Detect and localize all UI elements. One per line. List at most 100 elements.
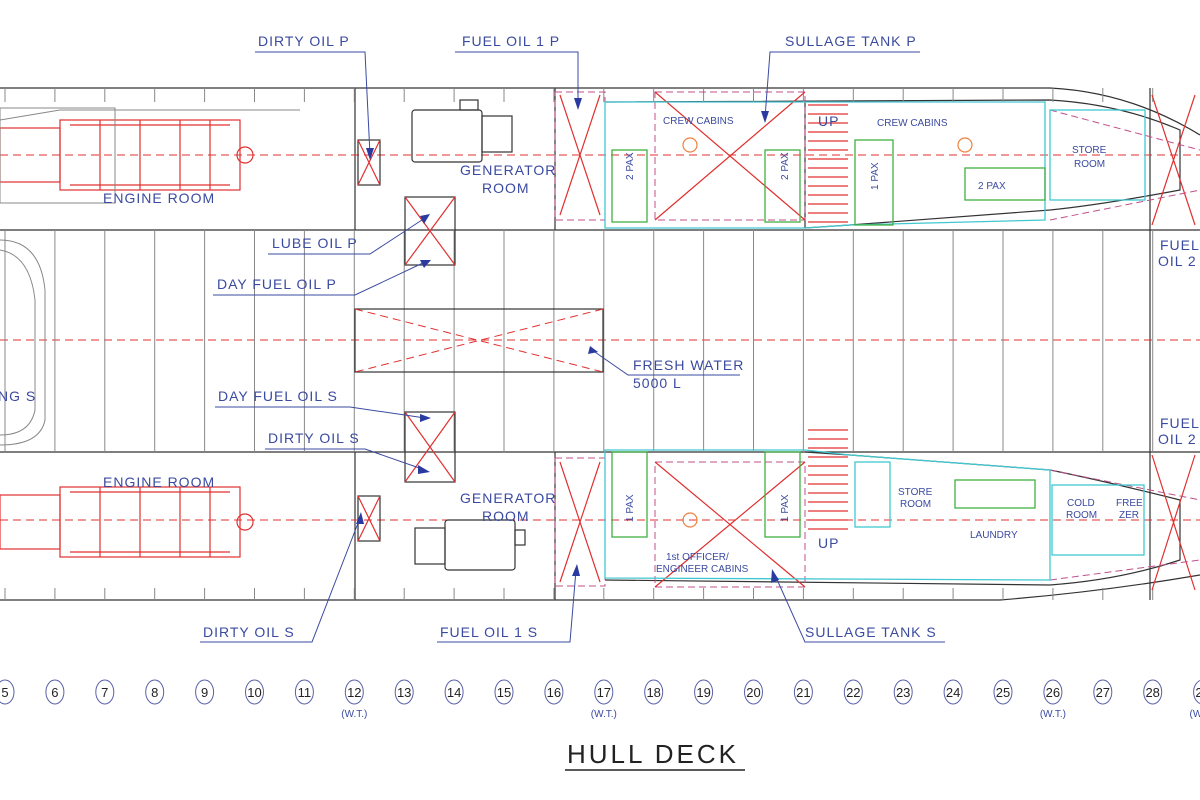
frame-number-circle	[1093, 679, 1113, 705]
label-engine-room-p: ENGINE ROOM	[103, 190, 215, 206]
frame-number: 29	[1195, 685, 1200, 700]
frame-number: 15	[497, 685, 511, 700]
dirty-oil-p-tank	[357, 139, 381, 186]
label-fresh-water-capacity: 5000 L	[633, 375, 682, 391]
hull-outline	[0, 87, 1200, 601]
frame-number: 12	[347, 685, 361, 700]
label-store-room-p: STORE	[1072, 145, 1107, 156]
dirty-oil-s-tank	[357, 495, 381, 542]
callout-sullage-tank-p: SULLAGE TANK P	[761, 33, 920, 123]
fuel-oil-1-p-tank	[554, 91, 606, 221]
label-fuel-oil-2-s-2: OIL 2	[1158, 431, 1197, 447]
frame-number: 10	[247, 685, 261, 700]
callout-day-fuel-oil-p: DAY FUEL OIL P	[213, 260, 431, 296]
frame-number-circle	[1043, 679, 1063, 705]
sullage-tank-s	[654, 461, 806, 588]
frame-number: 20	[746, 685, 760, 700]
frame-number: 21	[796, 685, 810, 700]
fuel-oil-2-tanks	[1049, 94, 1200, 591]
label-store-room-p-2: ROOM	[1074, 159, 1105, 170]
frame-number: 28	[1145, 685, 1159, 700]
callout-day-fuel-oil-s: DAY FUEL OIL S	[215, 388, 431, 422]
label-fresh-water: FRESH WATER	[633, 357, 744, 373]
engine-port	[0, 107, 254, 204]
engine-starboard	[0, 486, 254, 558]
label-2-pax-b: 2 PAX	[780, 152, 791, 180]
frame-number: 27	[1096, 685, 1110, 700]
label-2-pax-a: 2 PAX	[625, 152, 636, 180]
frame-number: 17	[597, 685, 611, 700]
label-1-pax-s-a: 1 PAX	[625, 494, 636, 522]
callout-dirty-oil-s: DIRTY OIL S	[200, 512, 364, 643]
label-dirty-oil-p: DIRTY OIL P	[258, 33, 350, 49]
label-crew-cabins-1: CREW CABINS	[663, 116, 734, 127]
label-fuel-oil-2-s: FUEL	[1160, 415, 1200, 431]
frame-number: 18	[646, 685, 660, 700]
frame-number: 19	[696, 685, 710, 700]
frame-number: 23	[896, 685, 910, 700]
label-officer-cabins-2: ENGINEER CABINS	[656, 564, 749, 575]
callout-fuel-oil-1-p: FUEL OIL 1 P	[455, 33, 582, 110]
frame-number: 11	[298, 685, 312, 700]
label-generator-room-s-2: ROOM	[482, 508, 530, 524]
cabins-port	[604, 101, 1146, 229]
callout-dirty-oil-p: DIRTY OIL P	[255, 33, 374, 160]
frame-number: 7	[101, 685, 108, 700]
callout-lube-oil-p: LUBE OIL P	[268, 214, 430, 255]
frame-number-circle	[245, 679, 264, 705]
frame-number: 26	[1046, 685, 1060, 700]
label-day-fuel-oil-p: DAY FUEL OIL P	[217, 276, 337, 292]
frame-number: 8	[151, 685, 158, 700]
frame-number: 6	[51, 685, 58, 700]
frame-number-circle	[494, 679, 514, 705]
frame-number-circle	[893, 679, 913, 705]
label-day-fuel-oil-s: DAY FUEL OIL S	[218, 388, 338, 404]
label-generator-room-s: GENERATOR	[460, 490, 556, 506]
label-engine-room-s: ENGINE ROOM	[103, 474, 215, 490]
frame-number-circle	[993, 679, 1013, 705]
callout-sullage-tank-s: SULLAGE TANK S	[771, 569, 945, 643]
label-freezer: FREE	[1116, 498, 1143, 509]
frame-number-circle	[0, 679, 15, 705]
label-generator-room-p: GENERATOR	[460, 162, 556, 178]
frame-number-circle	[943, 679, 963, 705]
fresh-water-tank	[354, 308, 604, 373]
drawing-title: HULL DECK	[567, 739, 739, 769]
label-crew-cabins-2: CREW CABINS	[877, 118, 948, 129]
label-generator-room-p-2: ROOM	[482, 180, 530, 196]
frame-number-circle	[195, 679, 215, 705]
watertight-label: (W.T.)	[1040, 709, 1066, 720]
label-freezer-2: ZER	[1119, 510, 1139, 521]
label-fuel-oil-1-p: FUEL OIL 1 P	[462, 33, 560, 49]
frame-number: 16	[547, 685, 561, 700]
frame-number: 9	[201, 685, 208, 700]
frame-number-circle	[793, 679, 813, 705]
day-fuel-oil-s-tank	[404, 411, 456, 483]
frame-number-circle	[744, 679, 763, 705]
frame-number: 5	[1, 685, 8, 700]
frame-number: 13	[397, 685, 411, 700]
stairs	[808, 104, 848, 530]
room-labels: CREW CABINS CREW CABINS UP UP 2 PAX 2 PA…	[0, 113, 1200, 575]
watertight-label: (W.T.)	[1190, 709, 1200, 720]
callout-fresh-water: FRESH WATER 5000 L	[588, 346, 744, 391]
frame-number-circle	[1193, 679, 1200, 705]
label-lube-oil-p: LUBE OIL P	[272, 235, 358, 251]
left-machinery	[0, 239, 46, 446]
label-sullage-tank-s: SULLAGE TANK S	[805, 624, 937, 640]
label-laundry: LAUNDRY	[970, 530, 1018, 541]
frame-number: 22	[846, 685, 860, 700]
label-fuel-oil-2-p-2: OIL 2	[1158, 253, 1197, 269]
frame-number-circle	[344, 679, 364, 705]
frame-number-circle	[694, 679, 714, 705]
frame-number-circle	[394, 679, 414, 705]
label-dirty-oil-s-upper: DIRTY OIL S	[268, 430, 360, 446]
label-fuel-oil-1-s: FUEL OIL 1 S	[440, 624, 538, 640]
frame-number: 14	[447, 685, 461, 700]
frame-number-circle	[145, 679, 165, 705]
callout-fuel-oil-1-s: FUEL OIL 1 S	[437, 564, 580, 643]
lube-oil-p-tank	[404, 196, 456, 266]
label-store-room-s: STORE	[898, 487, 933, 498]
generator-p	[411, 99, 513, 163]
frame-number-circle	[843, 679, 863, 705]
